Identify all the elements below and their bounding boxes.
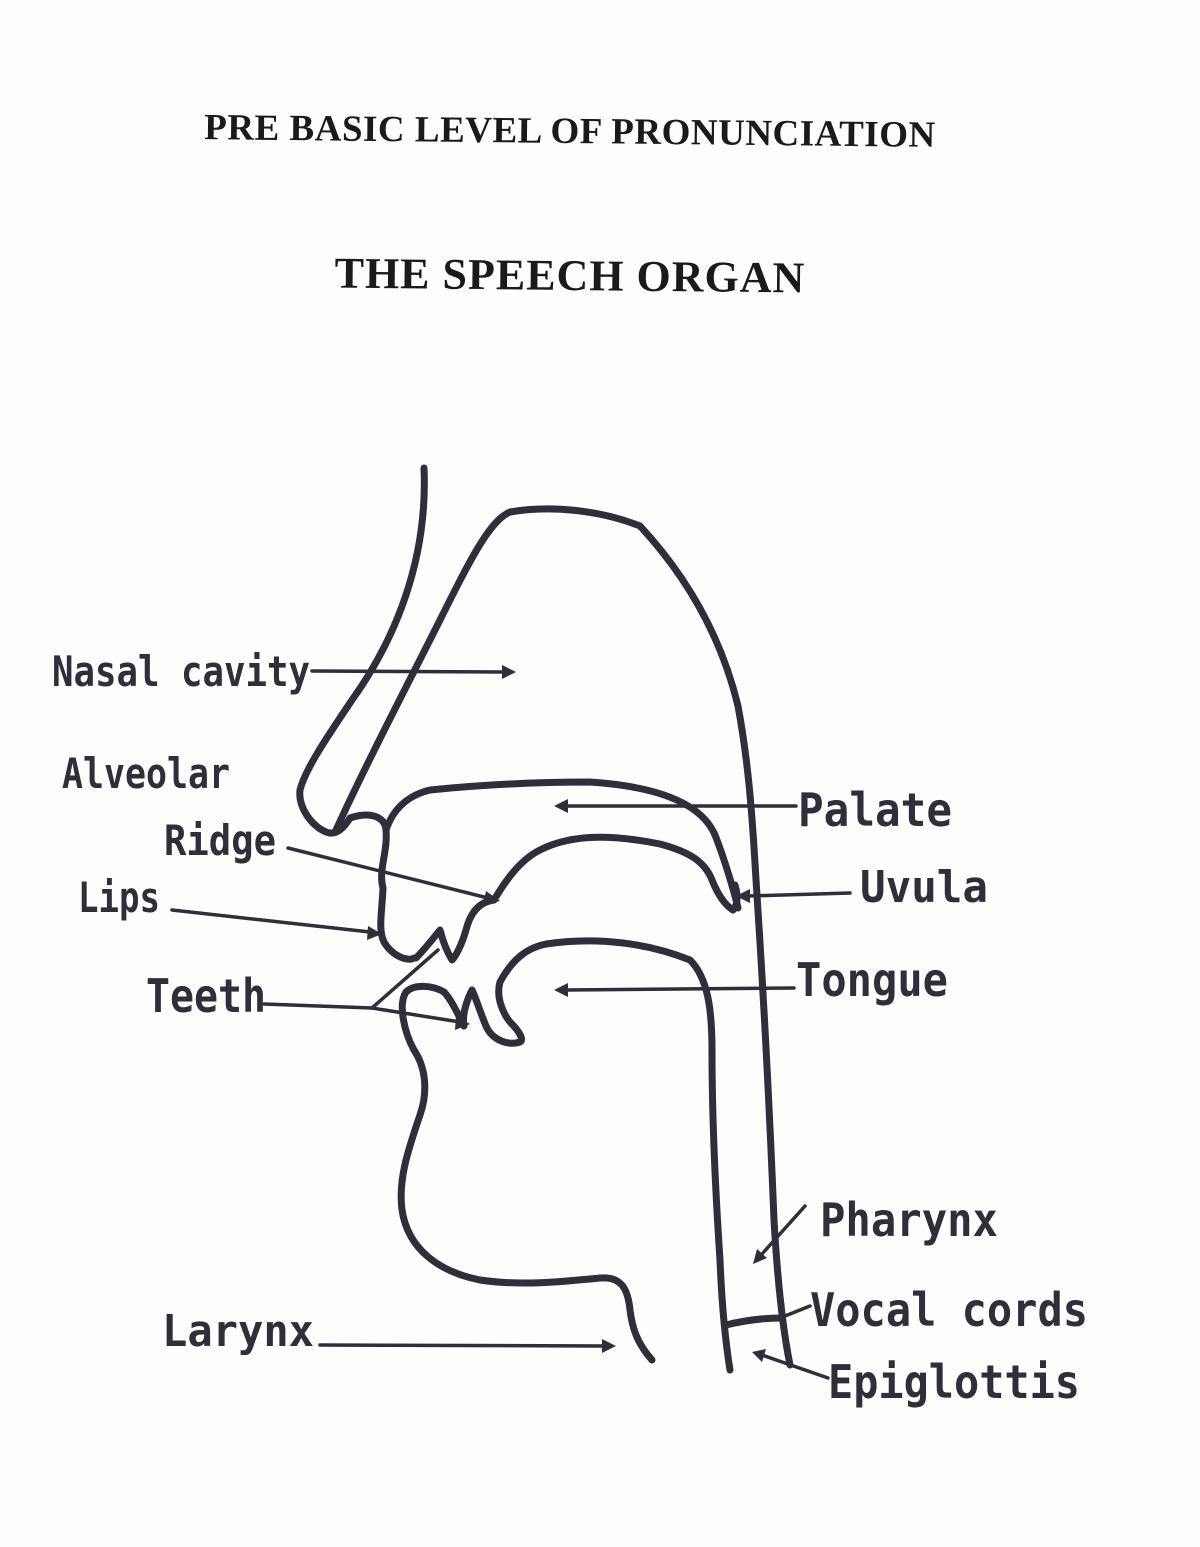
tongue-leader — [564, 986, 796, 992]
nasal-cavity-arrowhead — [502, 665, 516, 679]
epiglottis-leader — [760, 1353, 830, 1380]
larynx-arrowhead — [602, 1339, 616, 1353]
teeth-arrowhead — [455, 1016, 470, 1030]
label-vocal-cords: Vocal cords — [810, 1283, 1088, 1337]
epiglottis-arrowhead — [752, 1349, 766, 1362]
lips-leader — [170, 908, 372, 934]
uvula-arrowhead — [736, 889, 750, 903]
label-palate: Palate — [798, 783, 952, 837]
tongue-tip-outline — [482, 978, 525, 1047]
upper-lip-outline — [346, 811, 418, 963]
alveolar-ridge-arrowhead — [483, 891, 500, 905]
label-lips: Lips — [78, 873, 160, 922]
label-nasal-cavity: Nasal cavity — [52, 647, 310, 696]
nose-outline — [296, 464, 428, 837]
label-epiglottis: Epiglottis — [828, 1355, 1080, 1409]
pharynx-arrowhead — [753, 1249, 767, 1264]
teeth-leader — [262, 1002, 374, 1010]
tongue-arrowhead — [554, 983, 568, 997]
upper-teeth-outline — [412, 896, 498, 964]
palate-lower-outline — [490, 833, 741, 914]
tongue-outline — [496, 937, 734, 1374]
label-larynx: Larynx — [162, 1306, 314, 1357]
vocal-cords-outline — [722, 1314, 786, 1329]
uvula-leader — [746, 891, 852, 898]
label-teeth: Teeth — [146, 969, 266, 1023]
diagram-labels: Nasal cavity Alveolar Ridge Lips Teeth L… — [52, 647, 1088, 1409]
label-alveolar: Alveolar — [62, 749, 230, 798]
lower-teeth-outline — [440, 986, 490, 1030]
label-pharynx: Pharynx — [820, 1193, 998, 1247]
teeth-lower-branch — [370, 1006, 462, 1024]
pharynx-leader — [760, 1204, 807, 1256]
chin-neck-outline — [397, 982, 656, 1364]
label-leaders — [170, 665, 852, 1380]
palate-upper-outline — [382, 778, 742, 912]
nasal-cavity-outline — [332, 505, 794, 1369]
vocal-cords-leader — [778, 1304, 812, 1320]
palate-arrowhead — [554, 799, 568, 813]
teeth-upper-branch — [370, 948, 440, 1010]
head-outline — [296, 464, 794, 1374]
label-uvula: Uvula — [860, 862, 988, 913]
nasal-cavity-leader — [310, 669, 506, 674]
larynx-leader — [318, 1343, 606, 1348]
label-ridge: Ridge — [164, 816, 276, 865]
lips-arrowhead — [367, 926, 382, 940]
alveolar-ridge-leader — [286, 846, 490, 900]
label-tongue: Tongue — [796, 953, 948, 1007]
